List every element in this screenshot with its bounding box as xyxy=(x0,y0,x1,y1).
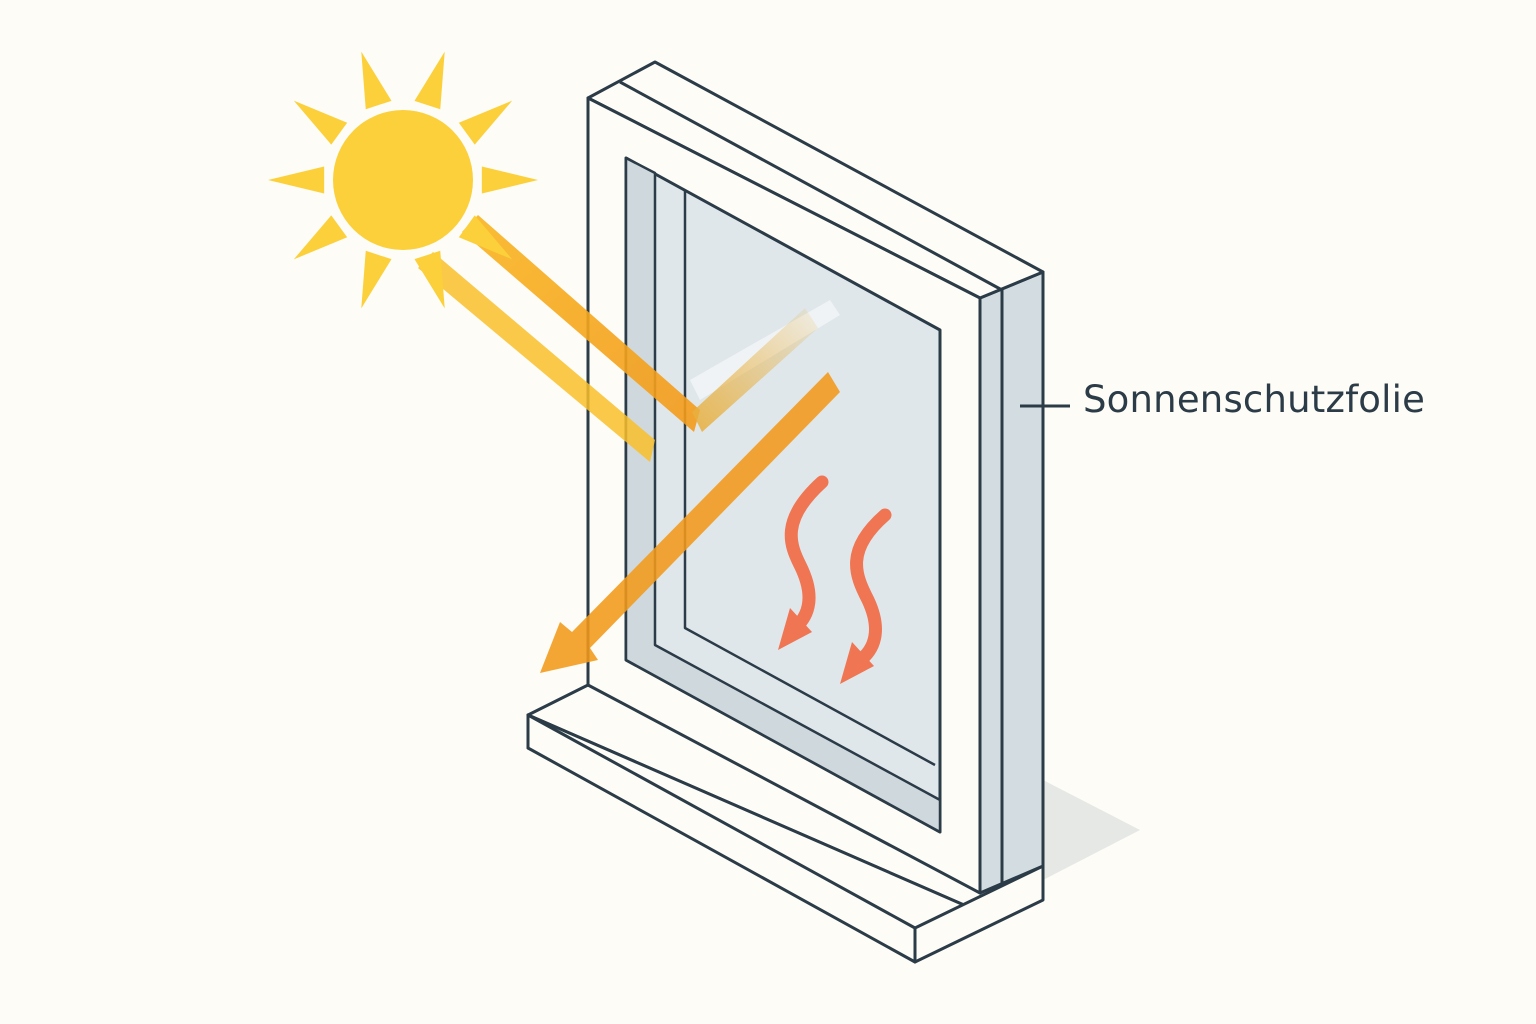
heat-wave-arrow-icon xyxy=(778,475,892,684)
sun-ray xyxy=(268,166,325,194)
shadow xyxy=(1043,780,1140,880)
sun-rays xyxy=(418,215,840,673)
sun-ray xyxy=(293,215,348,260)
sun-ray xyxy=(414,51,445,110)
sun-ray xyxy=(458,215,513,260)
sun-ray xyxy=(481,166,538,194)
sun-ray xyxy=(293,100,348,145)
film-label: Sonnenschutzfolie xyxy=(1083,378,1426,421)
sun-ray xyxy=(458,100,513,145)
transmitted-beam-arrow xyxy=(540,372,840,673)
sun-ray xyxy=(414,250,445,309)
sun-icon xyxy=(268,51,538,309)
sun-ray xyxy=(361,51,392,110)
sun-ray xyxy=(361,250,392,309)
